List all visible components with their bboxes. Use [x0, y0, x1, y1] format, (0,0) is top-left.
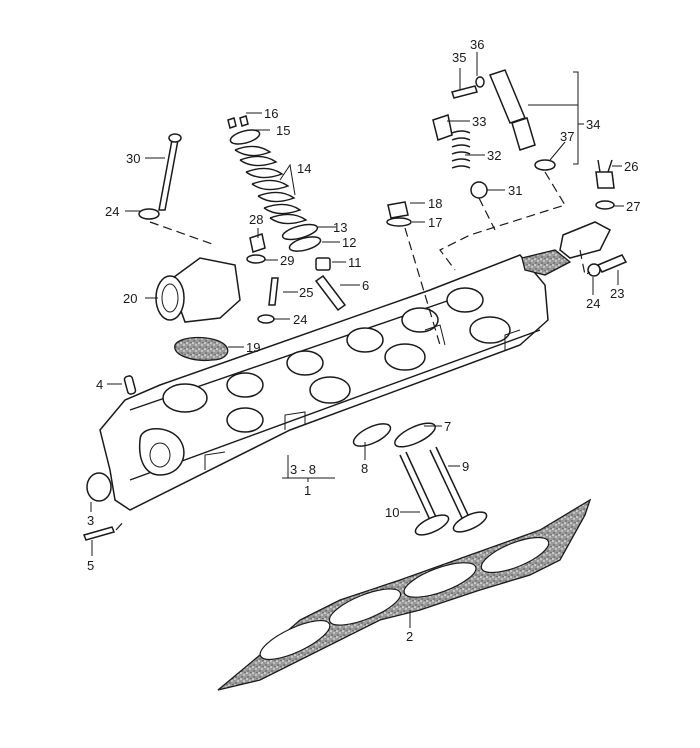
washer-24-right: [587, 263, 601, 277]
callout-3: 3: [87, 513, 94, 528]
callout-20: 20: [123, 291, 137, 306]
callout-17: 17: [428, 215, 442, 230]
exhaust-valve: [399, 451, 450, 536]
head-gasket: [217, 498, 592, 691]
callout-36: 36: [470, 37, 484, 52]
callout-30: 30: [126, 151, 140, 166]
callout-labels: 30 24 16 15 14 13 12 11 6 28 29 25 24 20…: [87, 37, 640, 644]
callout-2: 2: [406, 629, 413, 644]
callout-24-mid: 24: [293, 312, 307, 327]
callout-14: 14: [297, 161, 311, 176]
callout-15: 15: [276, 123, 290, 138]
valve-seat-ring-8: [352, 423, 392, 447]
callout-33: 33: [472, 114, 486, 129]
washer-27: [595, 200, 615, 210]
bolt-23: [596, 254, 628, 273]
leader-lines: [90, 52, 624, 628]
callout-23: 23: [610, 286, 624, 301]
callout-32: 32: [487, 148, 501, 163]
washer-29: [246, 254, 266, 264]
valve-seat-ring-7: [394, 422, 436, 448]
callout-7: 7: [444, 419, 451, 434]
washer-36: [475, 76, 485, 88]
intake-valve: [429, 446, 488, 533]
callout-35: 35: [452, 50, 466, 65]
callout-5: 5: [87, 558, 94, 573]
spring-32: [451, 130, 471, 169]
callout-6: 6: [362, 278, 369, 293]
stud-5: [82, 526, 116, 541]
valve-spring-assembly: [227, 115, 347, 312]
washer-24-mid: [257, 314, 275, 324]
callout-37: 37: [560, 129, 574, 144]
bolt-35: [451, 85, 478, 99]
callout-28: 28: [249, 212, 263, 227]
water-outlet: [155, 257, 241, 323]
sensor-34: [488, 69, 536, 151]
bolt-25: [268, 277, 279, 306]
callout-9: 9: [462, 459, 469, 474]
callout-13: 13: [333, 220, 347, 235]
coolant-housing: [521, 221, 611, 276]
callout-27: 27: [626, 199, 640, 214]
temperature-sender-26: [595, 159, 615, 189]
seal-3: [86, 472, 112, 502]
callout-1: 1: [304, 483, 311, 498]
callout-3-8: 3 - 8: [290, 462, 316, 477]
callout-24-right: 24: [586, 296, 600, 311]
callout-16: 16: [264, 106, 278, 121]
callout-12: 12: [342, 235, 356, 250]
bolt-30: [158, 133, 182, 211]
plug-33: [432, 114, 453, 141]
callout-10: 10: [385, 505, 399, 520]
callout-8: 8: [361, 461, 368, 476]
o-ring-37: [534, 159, 556, 171]
callout-34: 34: [586, 117, 600, 132]
washer-24-top: [138, 208, 160, 220]
cylinder-head: [99, 254, 549, 511]
nut-18: [387, 201, 409, 219]
washer-17: [386, 217, 412, 227]
callout-31: 31: [508, 183, 522, 198]
callout-26: 26: [624, 159, 638, 174]
ball-31: [470, 181, 488, 199]
callout-18: 18: [428, 196, 442, 211]
callout-24-top: 24: [105, 204, 119, 219]
callout-29: 29: [280, 253, 294, 268]
dowel-pin-4: [123, 375, 137, 395]
callout-25: 25: [299, 285, 313, 300]
callout-19: 19: [246, 340, 260, 355]
callout-11: 11: [348, 255, 362, 270]
outlet-gasket-19: [174, 336, 229, 362]
callout-4: 4: [96, 377, 103, 392]
